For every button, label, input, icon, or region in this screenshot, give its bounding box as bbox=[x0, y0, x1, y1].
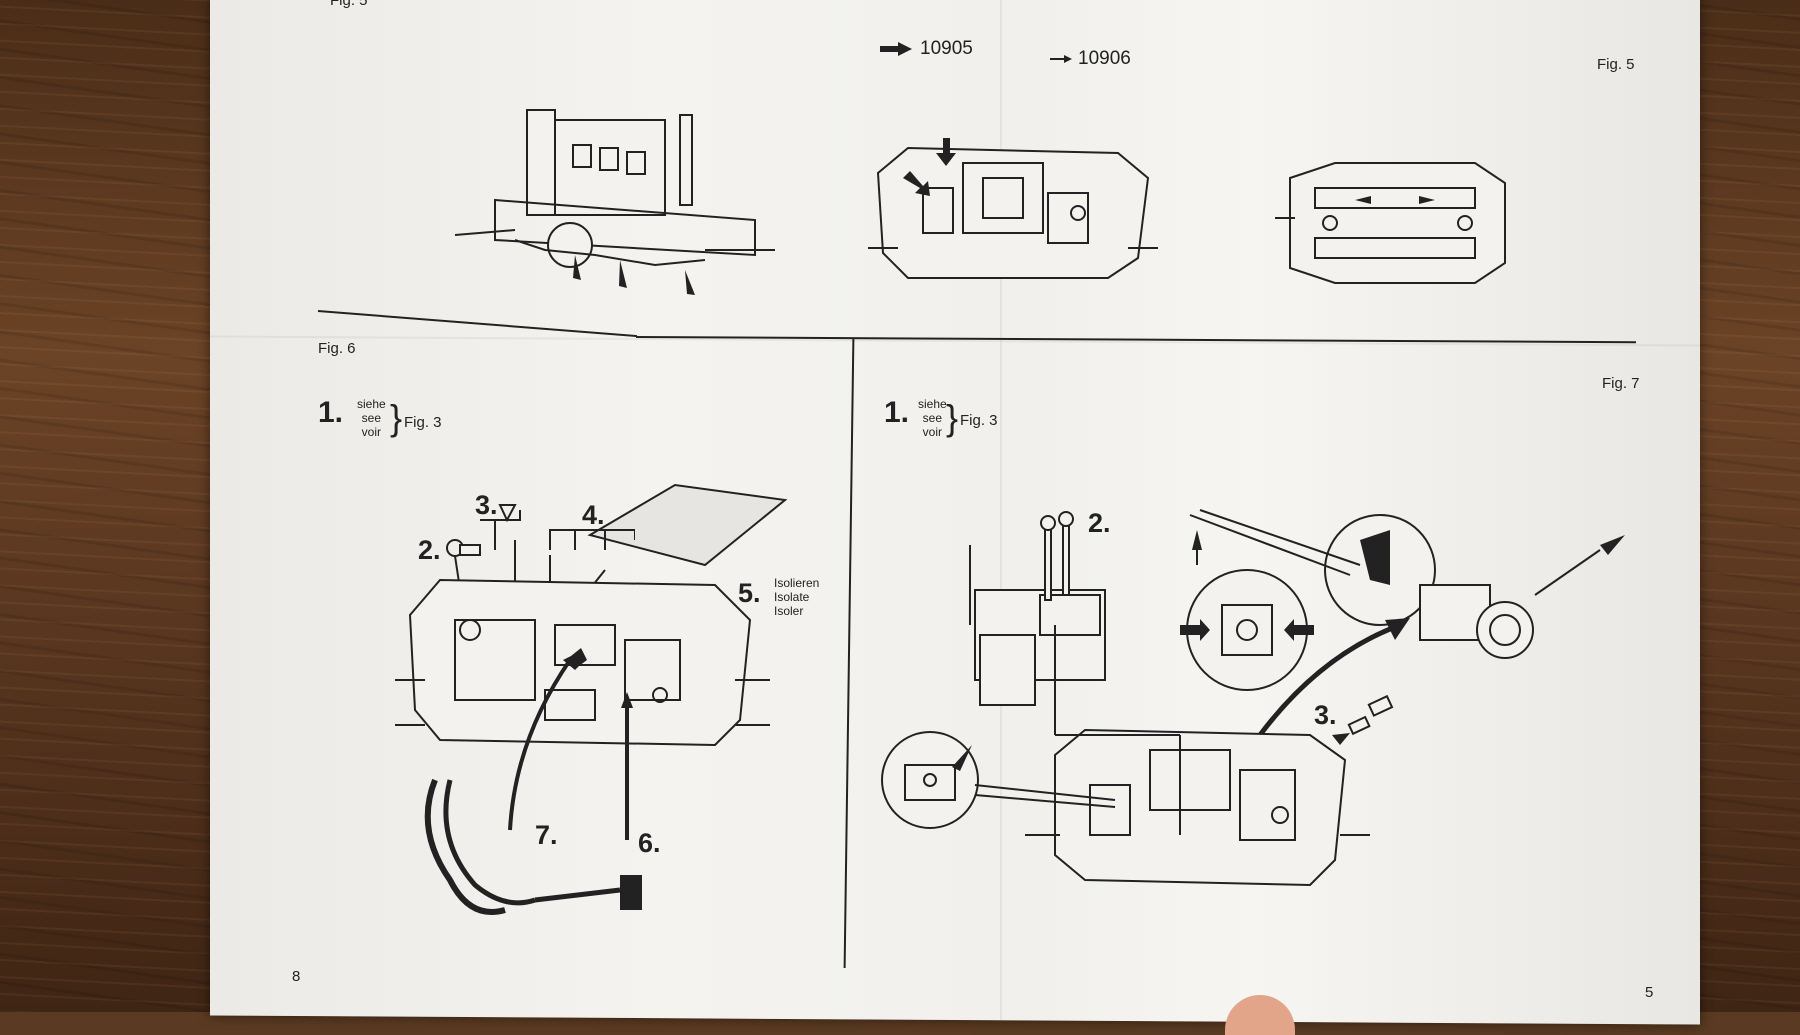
fig7-step2-number: 2. bbox=[1088, 508, 1111, 538]
fig6-chassis-drawing bbox=[395, 480, 795, 955]
fig6-step5-words: Isolieren Isolate Isoler bbox=[774, 576, 819, 618]
item-number-10905: 10905 bbox=[920, 38, 973, 59]
fig7-step1-words: siehe see voir bbox=[918, 397, 947, 439]
fig6-label: Fig. 6 bbox=[318, 340, 356, 357]
fig6-step5-number: 5. bbox=[738, 578, 761, 608]
fig7-label: Fig. 7 bbox=[1602, 375, 1640, 392]
fig5-label-top-right: Fig. 5 bbox=[1597, 56, 1635, 73]
fig7-assembly-drawing bbox=[880, 505, 1640, 910]
fig6-step4-number: 4. bbox=[582, 500, 605, 530]
fig6-step1-number: 1. bbox=[318, 396, 344, 429]
item-number-10906: 10906 bbox=[1078, 48, 1131, 69]
fig7-step1-ref: Fig. 3 bbox=[960, 412, 998, 429]
fig7-step3-number: 3. bbox=[1314, 700, 1337, 730]
fig6-step6-number: 6. bbox=[638, 828, 661, 858]
brace-icon: } bbox=[390, 397, 403, 438]
chassis-drawing-top bbox=[868, 138, 1158, 293]
fig7-step1-number: 1. bbox=[884, 396, 910, 429]
fig6-step1-words: siehe see voir bbox=[357, 397, 386, 439]
arrow-icon-small bbox=[1050, 51, 1072, 69]
fig6-word-see: see bbox=[361, 411, 382, 425]
fig6-step3-number: 3. bbox=[475, 490, 498, 520]
word-isolieren: Isolieren bbox=[774, 576, 820, 590]
brace-icon-fig7: } bbox=[946, 397, 959, 438]
locomotive-drawing bbox=[454, 90, 785, 305]
page-number-right: 5 bbox=[1645, 984, 1654, 1001]
word-isolate: Isolate bbox=[774, 590, 810, 604]
page-number-left: 8 bbox=[292, 968, 301, 985]
fig6-step2-number: 2. bbox=[418, 535, 441, 565]
chassis-drawing-bottom bbox=[1275, 158, 1515, 293]
fig6-small-parts bbox=[455, 495, 636, 580]
fig7-word-see: see bbox=[922, 411, 943, 425]
arrow-icon-large bbox=[880, 42, 912, 61]
fig6-word-voir: voir bbox=[361, 425, 382, 439]
fig5-label-top-left: Fig. 5 bbox=[330, 0, 368, 9]
fig7-word-siehe: siehe bbox=[918, 397, 947, 411]
fig6-step1-ref: Fig. 3 bbox=[404, 414, 442, 431]
fig7-word-voir: voir bbox=[922, 425, 943, 439]
fig6-word-siehe: siehe bbox=[357, 397, 386, 411]
word-isoler: Isoler bbox=[774, 604, 804, 618]
fig6-step7-number: 7. bbox=[535, 820, 558, 850]
